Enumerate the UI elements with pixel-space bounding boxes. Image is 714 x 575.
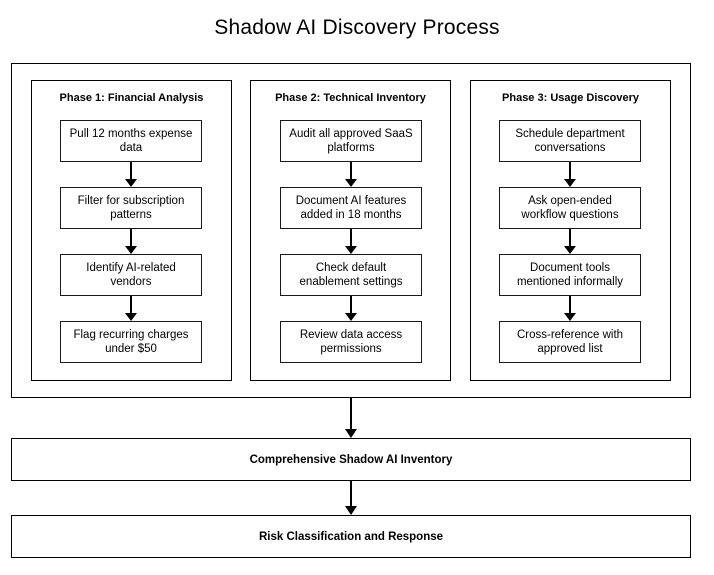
phase-1-step-4[interactable]: Flag recurring charges under $50 — [60, 321, 202, 363]
outcome-box-inventory[interactable]: Comprehensive Shadow AI Inventory — [11, 438, 691, 481]
phase-3-header: Phase 3: Usage Discovery — [502, 92, 639, 104]
phase-1-step-3[interactable]: Identify AI-related vendors — [60, 254, 202, 296]
phase-2-step-1[interactable]: Audit all approved SaaS platforms — [280, 120, 422, 162]
phase-3-step-3[interactable]: Document tools mentioned informally — [499, 254, 641, 296]
phase-2-step-4[interactable]: Review data access permissions — [280, 321, 422, 363]
phase-3-step-4[interactable]: Cross-reference with approved list — [499, 321, 641, 363]
phase-2-step-2[interactable]: Document AI features added in 18 months — [280, 187, 422, 229]
phase-1-step-1[interactable]: Pull 12 months expense data — [60, 120, 202, 162]
phase-3-step-1[interactable]: Schedule department conversations — [499, 120, 641, 162]
phase-2-step-3[interactable]: Check default enablement settings — [280, 254, 422, 296]
phase-3-step-2[interactable]: Ask open-ended workflow questions — [499, 187, 641, 229]
phase-1-header: Phase 1: Financial Analysis — [59, 92, 204, 104]
diagram-title: Shadow AI Discovery Process — [214, 16, 500, 39]
outcome-box-risk[interactable]: Risk Classification and Response — [11, 515, 691, 558]
connector-phases-to-inventory — [345, 398, 357, 438]
connector-inventory-to-risk — [345, 481, 357, 515]
phase-1-step-2[interactable]: Filter for subscription patterns — [60, 187, 202, 229]
phase-2-header: Phase 2: Technical Inventory — [275, 92, 426, 104]
